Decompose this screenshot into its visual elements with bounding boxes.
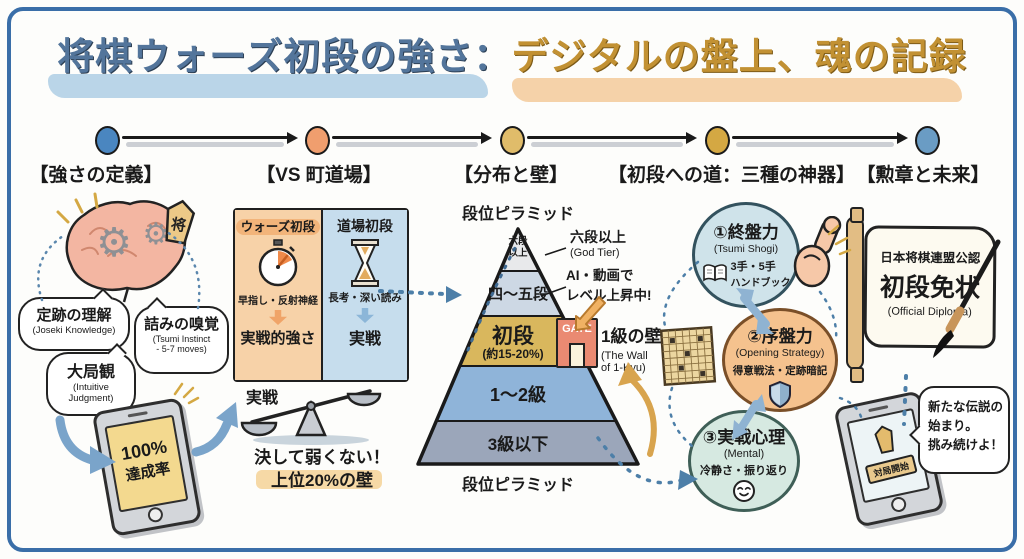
diploma-title: 初段免状 xyxy=(879,273,981,303)
timeline-arrow-1 xyxy=(122,131,298,147)
bubble-intuition-en2: Judgment) xyxy=(68,393,114,405)
scroll-knob-top xyxy=(850,207,864,223)
rank-pyramid xyxy=(416,227,640,466)
shogi-piece-icon xyxy=(874,425,894,454)
bubble-legend-3: 挑み続けよ！ xyxy=(928,437,1004,452)
shogi-piece-icon: 将 xyxy=(165,199,196,245)
pyramid-level-45dan: 四〜五段 xyxy=(487,286,548,303)
book-icon xyxy=(702,263,727,282)
hand-drawn-frame xyxy=(7,7,1017,552)
dojo-title: 道場初段 xyxy=(337,218,393,234)
down-arrow-icon xyxy=(269,310,287,325)
page-title: 将棋ウォーズ初段の強さ：デジタルの盤上、魂の記録 xyxy=(0,26,1024,80)
timeline-arrow-2 xyxy=(332,131,492,147)
dojo-result: 実戦 xyxy=(348,331,381,348)
diploma-issuer: 日本将棋連盟公認 xyxy=(880,250,981,266)
bubble-intuition-en1: (Intuitive xyxy=(73,382,109,393)
wars-result: 実戦的強さ xyxy=(240,330,316,347)
dojo-column: 道場初段 長考・深い読み 実戦 xyxy=(321,210,407,380)
timeline-dot-4 xyxy=(705,126,730,155)
scale-left-label: 実戦 xyxy=(246,390,279,407)
wall-note: 1級の壁 (The Wall of 1-Kyu) xyxy=(601,327,662,374)
timeline-dot-5 xyxy=(915,126,940,155)
bubble-joseki-en: (Joseki Knowledge) xyxy=(32,325,116,336)
timeline-dot-1 xyxy=(95,126,120,155)
vs-caption-1: 決して弱くない！ xyxy=(254,448,390,467)
pyramid-level-6dan: 六段以上 xyxy=(508,236,528,259)
bubble-tsumi-en1: (Tsumi Instinct xyxy=(152,334,211,344)
header-medal: 【勲章と未来】 xyxy=(856,165,990,186)
timeline-dot-3 xyxy=(500,126,525,155)
bubble-intuition-jp: 大局観 xyxy=(66,364,115,381)
title-part2: デジタルの盤上、魂の記録 xyxy=(511,36,967,77)
muscle-arm-icon xyxy=(793,216,842,288)
title-swash-peach xyxy=(512,78,962,102)
bubble-tsumi: 詰みの嗅覚 (Tsumi Instinct - 5-7 moves) xyxy=(134,297,229,374)
hourglass-icon xyxy=(351,239,379,287)
wars-trait: 早指し・反射神経 xyxy=(238,296,318,307)
dojo-trait: 長考・深い読み xyxy=(328,292,402,304)
down-arrow-icon xyxy=(356,308,374,323)
gear-icon: ⚙ xyxy=(96,221,132,265)
title-swash-blue xyxy=(48,74,488,98)
stopwatch-icon xyxy=(258,239,298,287)
vs-caption-2: 上位20%の壁 xyxy=(270,471,374,490)
balance-scale xyxy=(240,389,382,445)
gate-label: GATE xyxy=(562,323,592,335)
shield-icon xyxy=(769,380,791,408)
header-vs-dojo: 【VS 町道場】 xyxy=(256,165,382,186)
bubble-legend: 新たな伝説の 始まり。 挑み続けよ！ xyxy=(909,386,1010,474)
vs-comparison-box: ウォーズ初段 早指し・反射神経 実戦的強さ 道場初段 長考・深い xyxy=(233,208,409,382)
match-start-button: 対局開始 xyxy=(864,454,918,485)
svg-text:将: 将 xyxy=(170,215,188,235)
header-strength: 【強さの定義】 xyxy=(29,165,163,186)
bubble-joseki: 定跡の理解 (Joseki Knowledge) xyxy=(18,288,130,351)
timeline-arrow-3 xyxy=(527,131,697,147)
wars-column: ウォーズ初段 早指し・反射神経 実戦的強さ xyxy=(235,210,321,380)
bubble-legend-1: 新たな伝説の xyxy=(928,400,1004,414)
tool-circle-mental: ③実戦心理 (Mental) 冷静さ・振り返り xyxy=(688,410,800,512)
bubble-intuition: 大局観 (Intuitive Judgment) xyxy=(46,343,136,416)
tool-circle-endgame: ①終盤力 (Tsumi Shogi) 3手・5手 ハンドブック xyxy=(692,202,800,308)
gate-door xyxy=(569,343,585,366)
brain-illustration: ⚙ ⚙ xyxy=(65,200,187,303)
tool-circle-opening: ②序盤力 (Opening Strategy) 得意戦法・定跡暗記 xyxy=(722,308,838,412)
wars-title: ウォーズ初段 xyxy=(235,219,321,235)
diploma-scroll: 日本将棋連盟公認 初段免状 (Official Diploma) xyxy=(863,225,997,349)
game-start-phone: 対局開始 xyxy=(833,390,945,528)
pyramid-level-12kyu: 1〜2級 xyxy=(489,385,547,405)
diploma-en: (Official Diploma) xyxy=(887,305,972,319)
smiley-icon xyxy=(733,480,755,502)
scroll-knob-bottom xyxy=(850,367,864,383)
bubble-joseki-jp: 定跡の理解 xyxy=(36,307,112,324)
bubble-tsumi-en2: - 5-7 moves) xyxy=(156,344,207,354)
caption-highlight xyxy=(256,470,382,489)
shogi-board-icon xyxy=(659,325,717,387)
header-tools: 【初段への道：三種の神器】 xyxy=(608,165,856,186)
pyramid-bottom-label: 段位ピラミッド xyxy=(461,477,574,494)
timeline-dot-2 xyxy=(305,126,330,155)
title-part1: 将棋ウォーズ初段の強さ： xyxy=(57,36,512,77)
bubble-tsumi-jp: 詰みの嗅覚 xyxy=(143,316,219,333)
god-tier-note: 六段以上 (God Tier) xyxy=(570,229,626,259)
bubble-legend-2: 始まり。 xyxy=(928,418,978,433)
pyramid-top-label: 段位ピラミッド xyxy=(461,206,574,223)
ai-note: AI・動画で レベル上昇中! xyxy=(566,268,652,303)
gate-of-1kyu: GATE xyxy=(556,318,598,368)
timeline-arrow-4 xyxy=(732,131,908,147)
scroll-roller xyxy=(846,216,864,370)
pyramid-level-3kyu: 3級以下 xyxy=(487,435,549,454)
header-pyramid: 【分布と壁】 xyxy=(453,165,568,186)
